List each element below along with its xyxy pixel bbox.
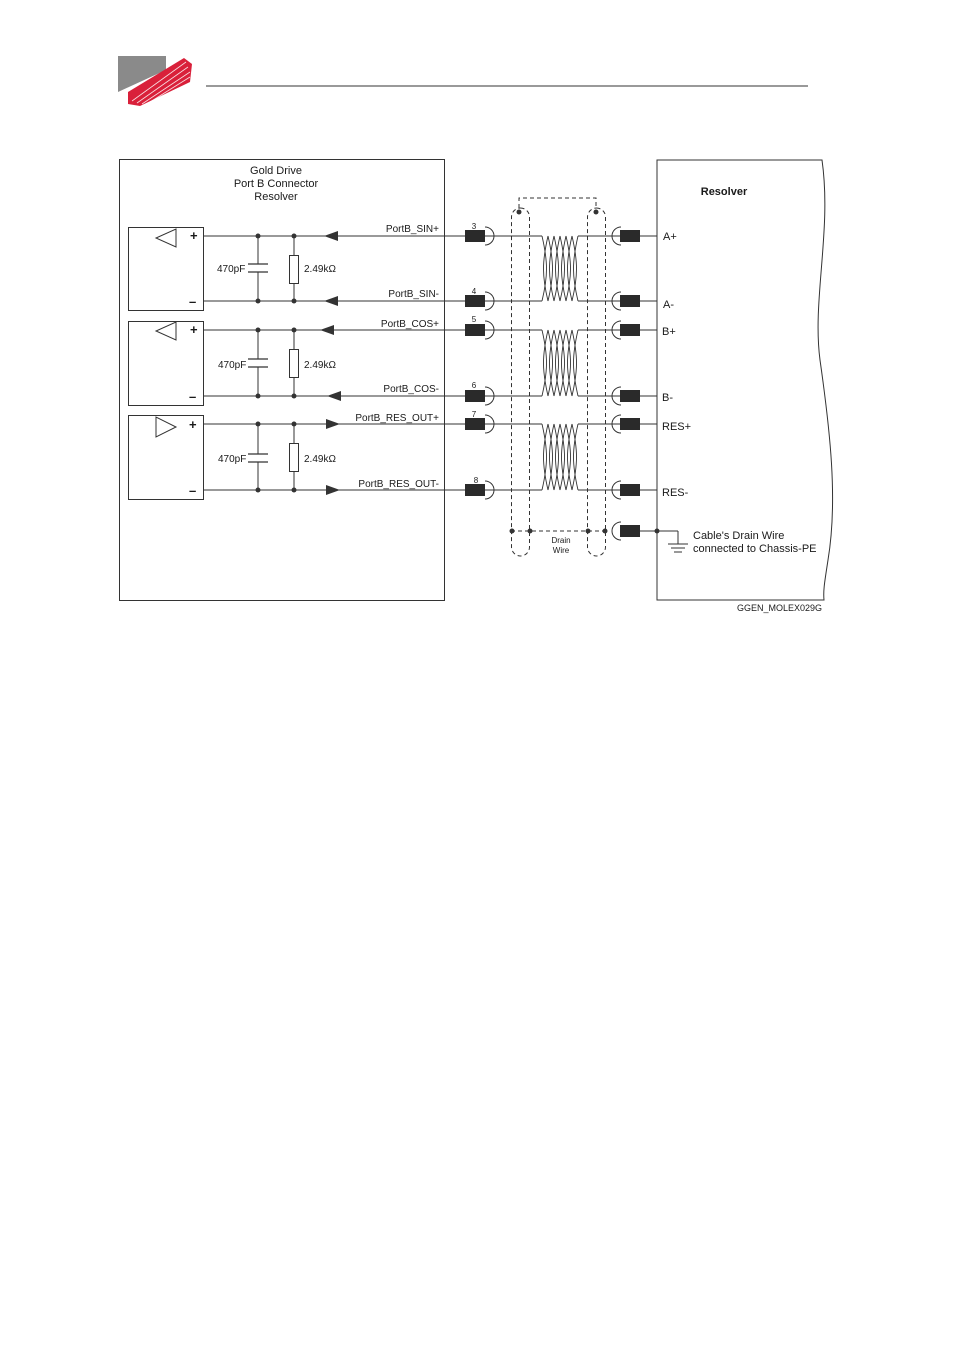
svg-text:RES+: RES+: [662, 421, 691, 433]
svg-text:470pF: 470pF: [217, 264, 245, 275]
amplifier-in-icon: [156, 322, 176, 340]
svg-text:2.49kΩ: 2.49kΩ: [304, 454, 336, 465]
svg-text:B-: B-: [662, 392, 673, 404]
company-logo: [118, 56, 192, 106]
drive-title-3: Resolver: [254, 191, 298, 203]
ground-icon: [668, 544, 688, 552]
ground-note-1: Cable's Drain Wire: [693, 530, 784, 542]
svg-text:–: –: [189, 389, 196, 404]
arrow-in-icon: [327, 391, 341, 401]
ground-note-2: connected to Chassis-PE: [693, 543, 817, 555]
svg-text:5: 5: [472, 315, 477, 324]
svg-text:7: 7: [472, 410, 477, 419]
svg-text:B+: B+: [662, 326, 676, 338]
channel-1: + – 470pF 2.49kΩ PortB_SIN+ PortB_SIN- 3…: [129, 222, 677, 311]
svg-text:PortB_SIN+: PortB_SIN+: [386, 224, 439, 235]
svg-text:PortB_RES_OUT-: PortB_RES_OUT-: [358, 479, 439, 490]
svg-text:2.49kΩ: 2.49kΩ: [304, 360, 336, 371]
arrow-in-icon: [324, 296, 338, 306]
channel-2: + – 470pF 2.49kΩ PortB_COS+ PortB_COS- 5…: [129, 315, 676, 406]
drive-title-2: Port B Connector: [234, 178, 319, 190]
svg-text:–: –: [189, 483, 196, 498]
arrow-out-icon: [326, 485, 340, 495]
cable-shield: [511, 198, 608, 556]
drive-title-1: Gold Drive: [250, 165, 302, 177]
svg-text:+: +: [190, 228, 198, 243]
channel-3: + – 470pF 2.49kΩ PortB_RES_OUT+ PortB_RE…: [129, 410, 692, 500]
arrow-out-icon: [326, 419, 340, 429]
drain-label-2: Wire: [553, 546, 570, 555]
drain-label-1: Drain: [551, 536, 570, 545]
svg-text:2.49kΩ: 2.49kΩ: [304, 264, 336, 275]
svg-text:470pF: 470pF: [218, 360, 246, 371]
svg-text:4: 4: [472, 287, 477, 296]
amplifier-in-icon: [156, 229, 176, 247]
amplifier-out-icon: [156, 417, 176, 437]
svg-text:6: 6: [472, 381, 477, 390]
svg-text:A-: A-: [663, 299, 674, 311]
svg-text:–: –: [189, 294, 196, 309]
drain-connector: [612, 522, 678, 544]
svg-text:3: 3: [472, 222, 477, 231]
figure-id: GGEN_MOLEX029G: [737, 603, 822, 613]
arrow-in-icon: [320, 325, 334, 335]
resolver-title: Resolver: [701, 186, 748, 198]
svg-text:PortB_COS+: PortB_COS+: [381, 319, 439, 330]
svg-text:+: +: [190, 322, 198, 337]
svg-text:PortB_COS-: PortB_COS-: [383, 384, 439, 395]
svg-text:A+: A+: [663, 231, 677, 243]
svg-text:470pF: 470pF: [218, 454, 246, 465]
svg-text:PortB_SIN-: PortB_SIN-: [388, 289, 439, 300]
arrow-in-icon: [324, 231, 338, 241]
svg-text:PortB_RES_OUT+: PortB_RES_OUT+: [355, 413, 439, 424]
svg-text:+: +: [189, 417, 197, 432]
svg-text:8: 8: [474, 476, 479, 485]
svg-text:RES-: RES-: [662, 487, 689, 499]
